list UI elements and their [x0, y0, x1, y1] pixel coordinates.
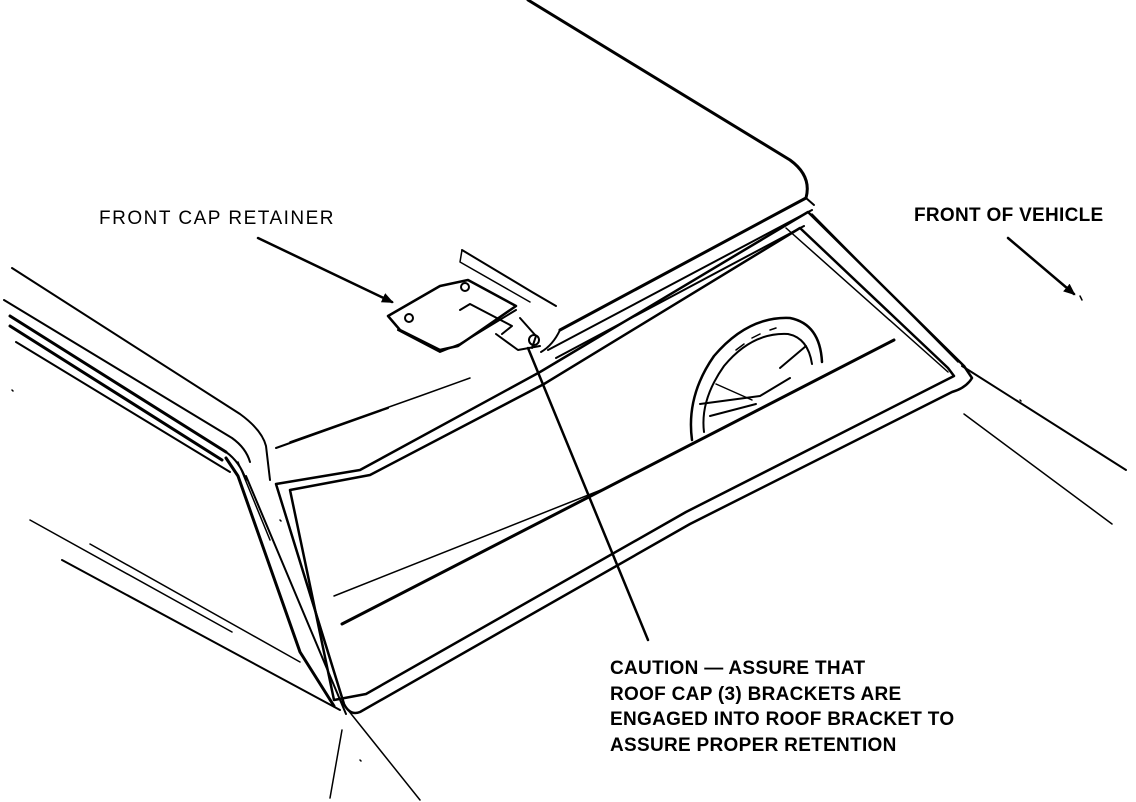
- inner-panel-lines: [333, 338, 896, 626]
- caution-line-4: ASSURE PROPER RETENTION: [610, 734, 897, 756]
- front-cap-retainer-bracket: [386, 278, 541, 353]
- caution-note: CAUTION — ASSURE THAT ROOF CAP (3) BRACK…: [610, 656, 954, 758]
- steering-wheel: [689, 316, 824, 442]
- roof-front-edge: [275, 209, 813, 449]
- roof-panel: [459, 0, 815, 353]
- caution-line-1: CAUTION — ASSURE THAT: [610, 658, 866, 679]
- bottom-pillar-line: [329, 699, 421, 801]
- front-of-vehicle-arrow: [1006, 236, 1076, 296]
- caution-line-2: ROOF CAP (3) BRACKETS ARE: [610, 683, 902, 705]
- front-cap-retainer-label: FRONT CAP RETAINER: [99, 208, 336, 229]
- left-roof-rails: [3, 267, 347, 715]
- front-of-vehicle-label: FRONT OF VEHICLE: [914, 205, 1104, 226]
- caution-leader-line: [526, 346, 650, 642]
- right-roof-edge: [961, 295, 1127, 525]
- front-cap-frame: [274, 210, 974, 715]
- caution-line-3: ENGAGED INTO ROOF BRACKET TO: [610, 709, 955, 730]
- stipple-dots: [11, 389, 1022, 762]
- front-cap-retainer-arrow: [256, 236, 394, 304]
